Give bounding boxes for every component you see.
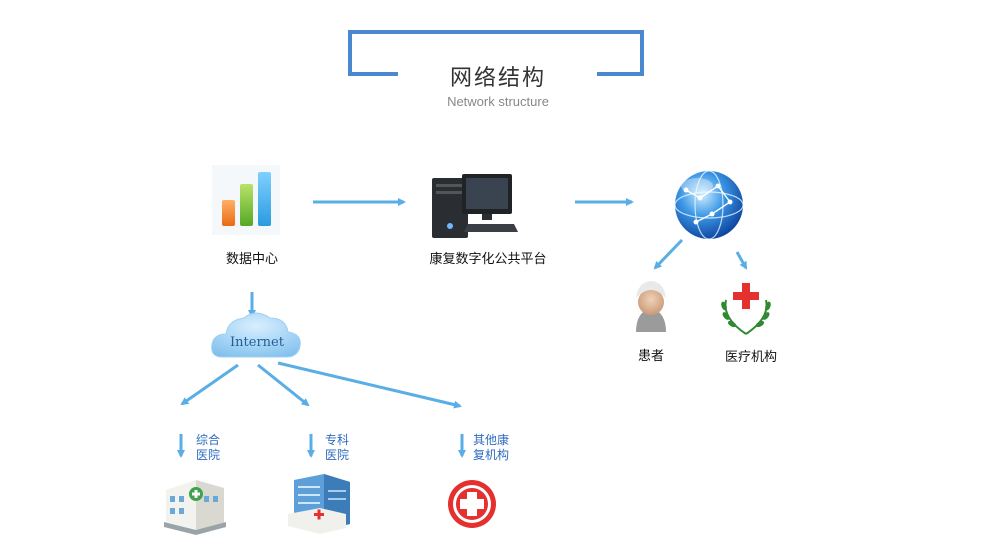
label-internet: Internet	[230, 335, 284, 350]
label-other-rehab: 其他康复机构	[473, 433, 510, 462]
title-frame-foot-left	[348, 72, 398, 76]
arrow-internet-to-other	[277, 361, 462, 409]
computer-icon	[432, 174, 518, 238]
red-cross-laurel-icon	[721, 283, 771, 335]
patient-icon	[636, 281, 666, 332]
label-general-hospital: 综合医院	[196, 433, 221, 462]
arrow-globe-to-institution	[735, 251, 748, 270]
arrow-internet-to-specialty	[257, 363, 310, 407]
title-frame-foot-right	[597, 72, 644, 76]
page-subtitle: Network structure	[447, 94, 549, 109]
page-title: 网络结构	[449, 65, 546, 90]
red-cross-circle-icon	[448, 480, 496, 528]
arrow-internet-to-general	[180, 363, 239, 406]
label-patient: 患者	[637, 348, 664, 363]
hospital-building-icon	[164, 480, 226, 535]
bar-chart-icon	[212, 165, 280, 235]
label-data-center: 数据中心	[225, 251, 278, 266]
label-medical-institution: 医疗机构	[724, 349, 777, 364]
title-frame	[348, 30, 644, 76]
hospital-building-icon	[288, 474, 350, 534]
label-platform: 康复数字化公共平台	[429, 251, 547, 266]
label-specialty-hospital: 专科医院	[325, 433, 350, 462]
globe-icon	[674, 170, 744, 240]
cloud-icon	[211, 312, 301, 358]
arrow-globe-to-patient	[653, 238, 684, 270]
